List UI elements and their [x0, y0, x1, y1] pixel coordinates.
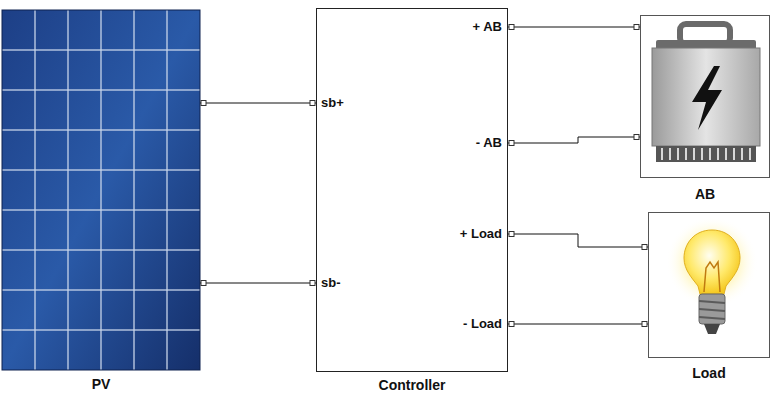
- wire: [200, 101, 316, 106]
- panel-surface: [2, 10, 200, 370]
- battery-icon: [652, 24, 760, 162]
- ridge: [709, 148, 711, 160]
- ridge: [693, 148, 695, 160]
- terminal: [201, 101, 206, 106]
- box-label: Load: [692, 365, 725, 382]
- grid-line: [67, 10, 69, 370]
- grid-line: [2, 49, 200, 51]
- wire-line: [200, 283, 316, 284]
- cell-grid: [2, 10, 200, 370]
- ridge: [725, 148, 727, 160]
- ridge: [661, 148, 663, 160]
- thread: [699, 317, 725, 319]
- ridge: [741, 148, 743, 160]
- lightning-bolt: [692, 66, 722, 130]
- wire: [508, 232, 648, 250]
- terminal: [310, 101, 315, 106]
- solar-panel: [2, 10, 200, 370]
- grid-line: [2, 209, 200, 211]
- wire-line: [508, 137, 640, 143]
- filament: [704, 262, 720, 292]
- controller-box: sb+sb-+ AB- AB+ Load- LoadController: [316, 8, 508, 372]
- ridge: [749, 148, 751, 160]
- bulb-tip: [704, 324, 720, 334]
- terminal: [634, 135, 639, 140]
- panel-frame: [2, 10, 200, 370]
- battery-body: [652, 48, 760, 146]
- grid-line: [2, 89, 200, 91]
- ridge: [669, 148, 671, 160]
- box-label: Controller: [379, 377, 446, 394]
- wire: [508, 322, 648, 327]
- pin-label: - AB: [476, 135, 502, 151]
- wire-line: [508, 324, 648, 325]
- terminal: [509, 25, 514, 30]
- screw-thread: [699, 301, 725, 319]
- wire: [508, 25, 640, 30]
- grid-line: [2, 129, 200, 131]
- terminal: [634, 25, 639, 30]
- ridge: [677, 148, 679, 160]
- wire-line: [200, 103, 316, 104]
- bulb-glass: [684, 230, 740, 294]
- grid-line: [166, 10, 168, 370]
- pin-label: sb+: [321, 95, 344, 111]
- pin-label: + Load: [460, 226, 502, 242]
- terminal: [642, 245, 647, 250]
- load-box: Load: [648, 212, 770, 358]
- terminal: [509, 141, 514, 146]
- grid-line: [2, 289, 200, 291]
- ridge: [685, 148, 687, 160]
- wire-line: [508, 27, 640, 28]
- thread: [699, 301, 725, 303]
- ridge: [701, 148, 703, 160]
- pin-label: + AB: [473, 19, 503, 35]
- battery-ridges: [662, 148, 750, 160]
- pin-label: - Load: [463, 316, 502, 332]
- ridge: [717, 148, 719, 160]
- panel-label: PV: [92, 376, 111, 393]
- wire: [508, 135, 640, 146]
- terminal: [509, 322, 514, 327]
- pin-label: sb-: [321, 275, 341, 291]
- thread: [699, 309, 725, 311]
- wire-line: [508, 234, 648, 247]
- battery-box: AB: [640, 15, 770, 178]
- terminal: [310, 281, 315, 286]
- bulb-base: [699, 294, 725, 324]
- battery-base: [656, 146, 756, 162]
- box-label: AB: [695, 186, 715, 203]
- pv-panel: PV: [2, 10, 200, 370]
- grid-line: [100, 10, 102, 370]
- grid-line: [2, 169, 200, 171]
- grid-line: [34, 10, 36, 370]
- wire: [200, 281, 316, 286]
- terminal: [509, 232, 514, 237]
- grid-line: [2, 329, 200, 331]
- grid-line: [2, 249, 200, 251]
- bulb-icon: [666, 216, 758, 334]
- terminal: [642, 322, 647, 327]
- terminal: [201, 281, 206, 286]
- grid-line: [133, 10, 135, 370]
- ridge: [733, 148, 735, 160]
